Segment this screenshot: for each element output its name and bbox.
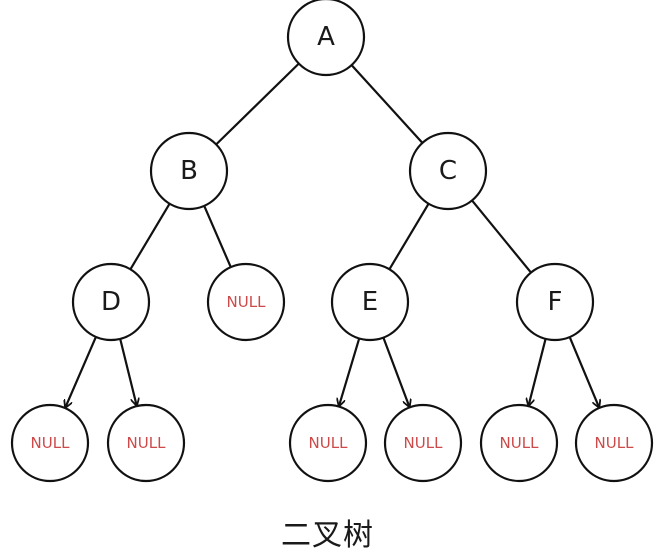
edge-a-b <box>215 62 300 146</box>
node-circle <box>288 403 368 483</box>
tree-node-b: B <box>149 131 229 211</box>
edge-d-dr <box>119 337 137 406</box>
edge-a-c <box>350 63 424 144</box>
node-circle <box>106 403 186 483</box>
edge-c-e <box>388 202 430 271</box>
node-circle <box>286 0 366 77</box>
edge-c-f <box>470 199 533 274</box>
node-label: F <box>548 287 563 317</box>
diagram-caption: 二叉树 <box>281 518 374 553</box>
node-circle <box>408 131 488 211</box>
edge-f-fr <box>568 336 600 408</box>
edge-e-el <box>339 337 361 406</box>
null-node: NULL <box>383 403 463 483</box>
node-circle <box>574 403 654 483</box>
null-label: NULL <box>595 434 635 452</box>
null-label: NULL <box>227 293 267 311</box>
nodes-layer: A B C D NULL E F NULL NULL NULL NULL NULL NULL <box>10 0 654 483</box>
node-circle <box>479 403 559 483</box>
edge-b-br <box>203 204 232 269</box>
null-node: NULL <box>288 403 368 483</box>
tree-node-c: C <box>408 131 488 211</box>
node-label: D <box>101 287 121 317</box>
node-circle <box>330 262 410 342</box>
node-label: C <box>439 156 457 186</box>
tree-node-e: E <box>330 262 410 342</box>
node-label: A <box>317 22 335 52</box>
node-circle <box>71 262 151 342</box>
tree-node-d: D <box>71 262 151 342</box>
node-circle <box>383 403 463 483</box>
edge-b-d <box>129 202 171 271</box>
binary-tree-diagram: A B C D NULL E F NULL NULL NULL NULL NULL NULL <box>10 0 654 483</box>
tree-node-f: F <box>515 262 595 342</box>
node-circle <box>515 262 595 342</box>
null-label: NULL <box>127 434 167 452</box>
null-label: NULL <box>31 434 71 452</box>
node-circle <box>149 131 229 211</box>
edge-f-fl <box>528 337 547 406</box>
null-node: NULL <box>574 403 654 483</box>
node-label: B <box>180 156 198 186</box>
null-node: NULL <box>106 403 186 483</box>
tree-node-a: A <box>286 0 366 77</box>
null-node: NULL <box>479 403 559 483</box>
null-node: NULL <box>206 262 286 342</box>
edge-e-er <box>382 336 409 408</box>
node-circle <box>206 262 286 342</box>
null-label: NULL <box>500 434 540 452</box>
edge-d-dl <box>65 335 98 408</box>
node-circle <box>10 403 90 483</box>
null-label: NULL <box>309 434 349 452</box>
null-label: NULL <box>404 434 444 452</box>
node-label: E <box>362 287 378 317</box>
null-node: NULL <box>10 403 90 483</box>
edges-layer <box>65 62 600 409</box>
